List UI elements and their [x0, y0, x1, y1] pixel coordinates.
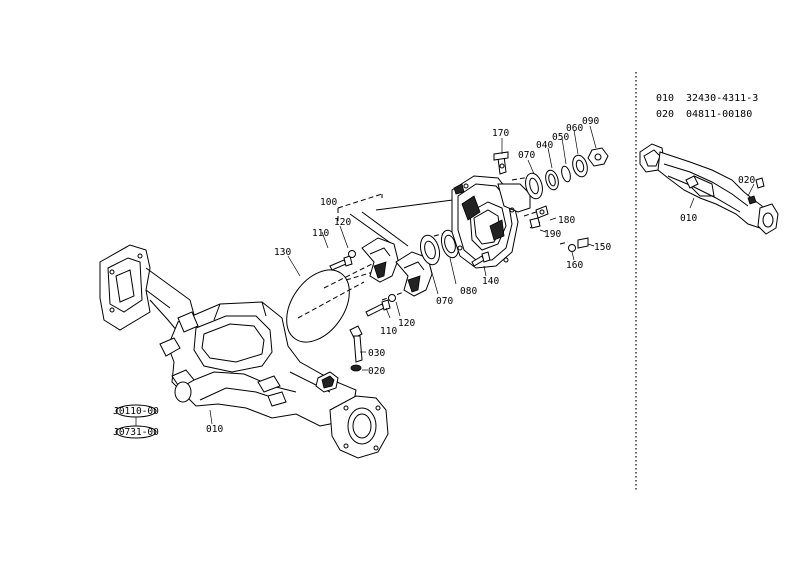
- bolt-110-lower: [365, 299, 391, 317]
- nut-090: [587, 147, 609, 167]
- washer-120-lower: [388, 294, 396, 302]
- breather-030: [349, 325, 363, 363]
- bolt-140: [471, 251, 491, 267]
- badge-bottom-outline: [115, 425, 157, 439]
- callout-080: 080: [460, 286, 477, 297]
- callout-030: 030: [368, 348, 385, 359]
- callout-150: 150: [594, 242, 611, 253]
- washer-160: [568, 244, 576, 252]
- bolt-150: [577, 237, 589, 249]
- callout-170: 170: [492, 128, 509, 139]
- callout-040: 040: [536, 140, 553, 151]
- callout-labels: 170 070 040 050 060 090 100 120 110 130 …: [206, 116, 611, 435]
- callout-020-inset: 020: [738, 175, 755, 186]
- callout-110-upper: 110: [312, 228, 329, 239]
- washer-020-main: [350, 364, 362, 372]
- parts-legend: 010 32430-4311-3 020 04811-00180: [656, 93, 758, 120]
- bolt-170: [493, 151, 509, 175]
- washer-050: [561, 165, 571, 183]
- badge-top-text: J0110-00: [113, 406, 159, 417]
- callout-120-upper: 120: [334, 217, 351, 228]
- bolt-110-upper: [329, 255, 353, 271]
- callout-120-lower: 120: [398, 318, 415, 329]
- legend-ref-010: 010: [656, 93, 674, 104]
- bearing-060: [572, 154, 588, 178]
- legend-ref-020: 020: [656, 109, 674, 120]
- callout-090: 090: [582, 116, 599, 127]
- bearing-070-lower: [419, 234, 441, 266]
- callout-070-lower: 070: [436, 296, 453, 307]
- callout-140: 140: [482, 276, 499, 287]
- fitting-190: [529, 217, 541, 229]
- axle-housing-main: [99, 244, 389, 459]
- callout-110-lower: 110: [380, 326, 397, 337]
- hub-flange-cover: [451, 175, 531, 269]
- legend-part-020: 04811-00180: [686, 109, 752, 120]
- callout-130: 130: [274, 247, 291, 258]
- callout-070-upper: 070: [518, 150, 535, 161]
- seal-040: [545, 169, 559, 191]
- callout-060: 060: [566, 123, 583, 134]
- callout-010-inset: 010: [680, 213, 697, 224]
- legend-part-010: 32430-4311-3: [686, 93, 758, 104]
- callout-050: 050: [552, 132, 569, 143]
- o-ring-130: [286, 269, 350, 343]
- callout-100: 100: [320, 197, 337, 208]
- callout-020-main: 020: [368, 366, 385, 377]
- fitting-180: [535, 205, 549, 219]
- washer-120-upper: [348, 250, 356, 258]
- leader-lines: [209, 125, 597, 425]
- inset-axle-housing: 020 010: [639, 143, 779, 235]
- bracket-pair-100: [361, 237, 433, 297]
- callout-010-main: 010: [206, 424, 223, 435]
- callout-180: 180: [558, 215, 575, 226]
- bearing-070-upper: [525, 172, 543, 200]
- reference-badges: J0110-00 J0731-00: [113, 404, 159, 439]
- callout-190: 190: [544, 229, 561, 240]
- callout-160: 160: [566, 260, 583, 271]
- badge-bottom-text: J0731-00: [113, 427, 159, 438]
